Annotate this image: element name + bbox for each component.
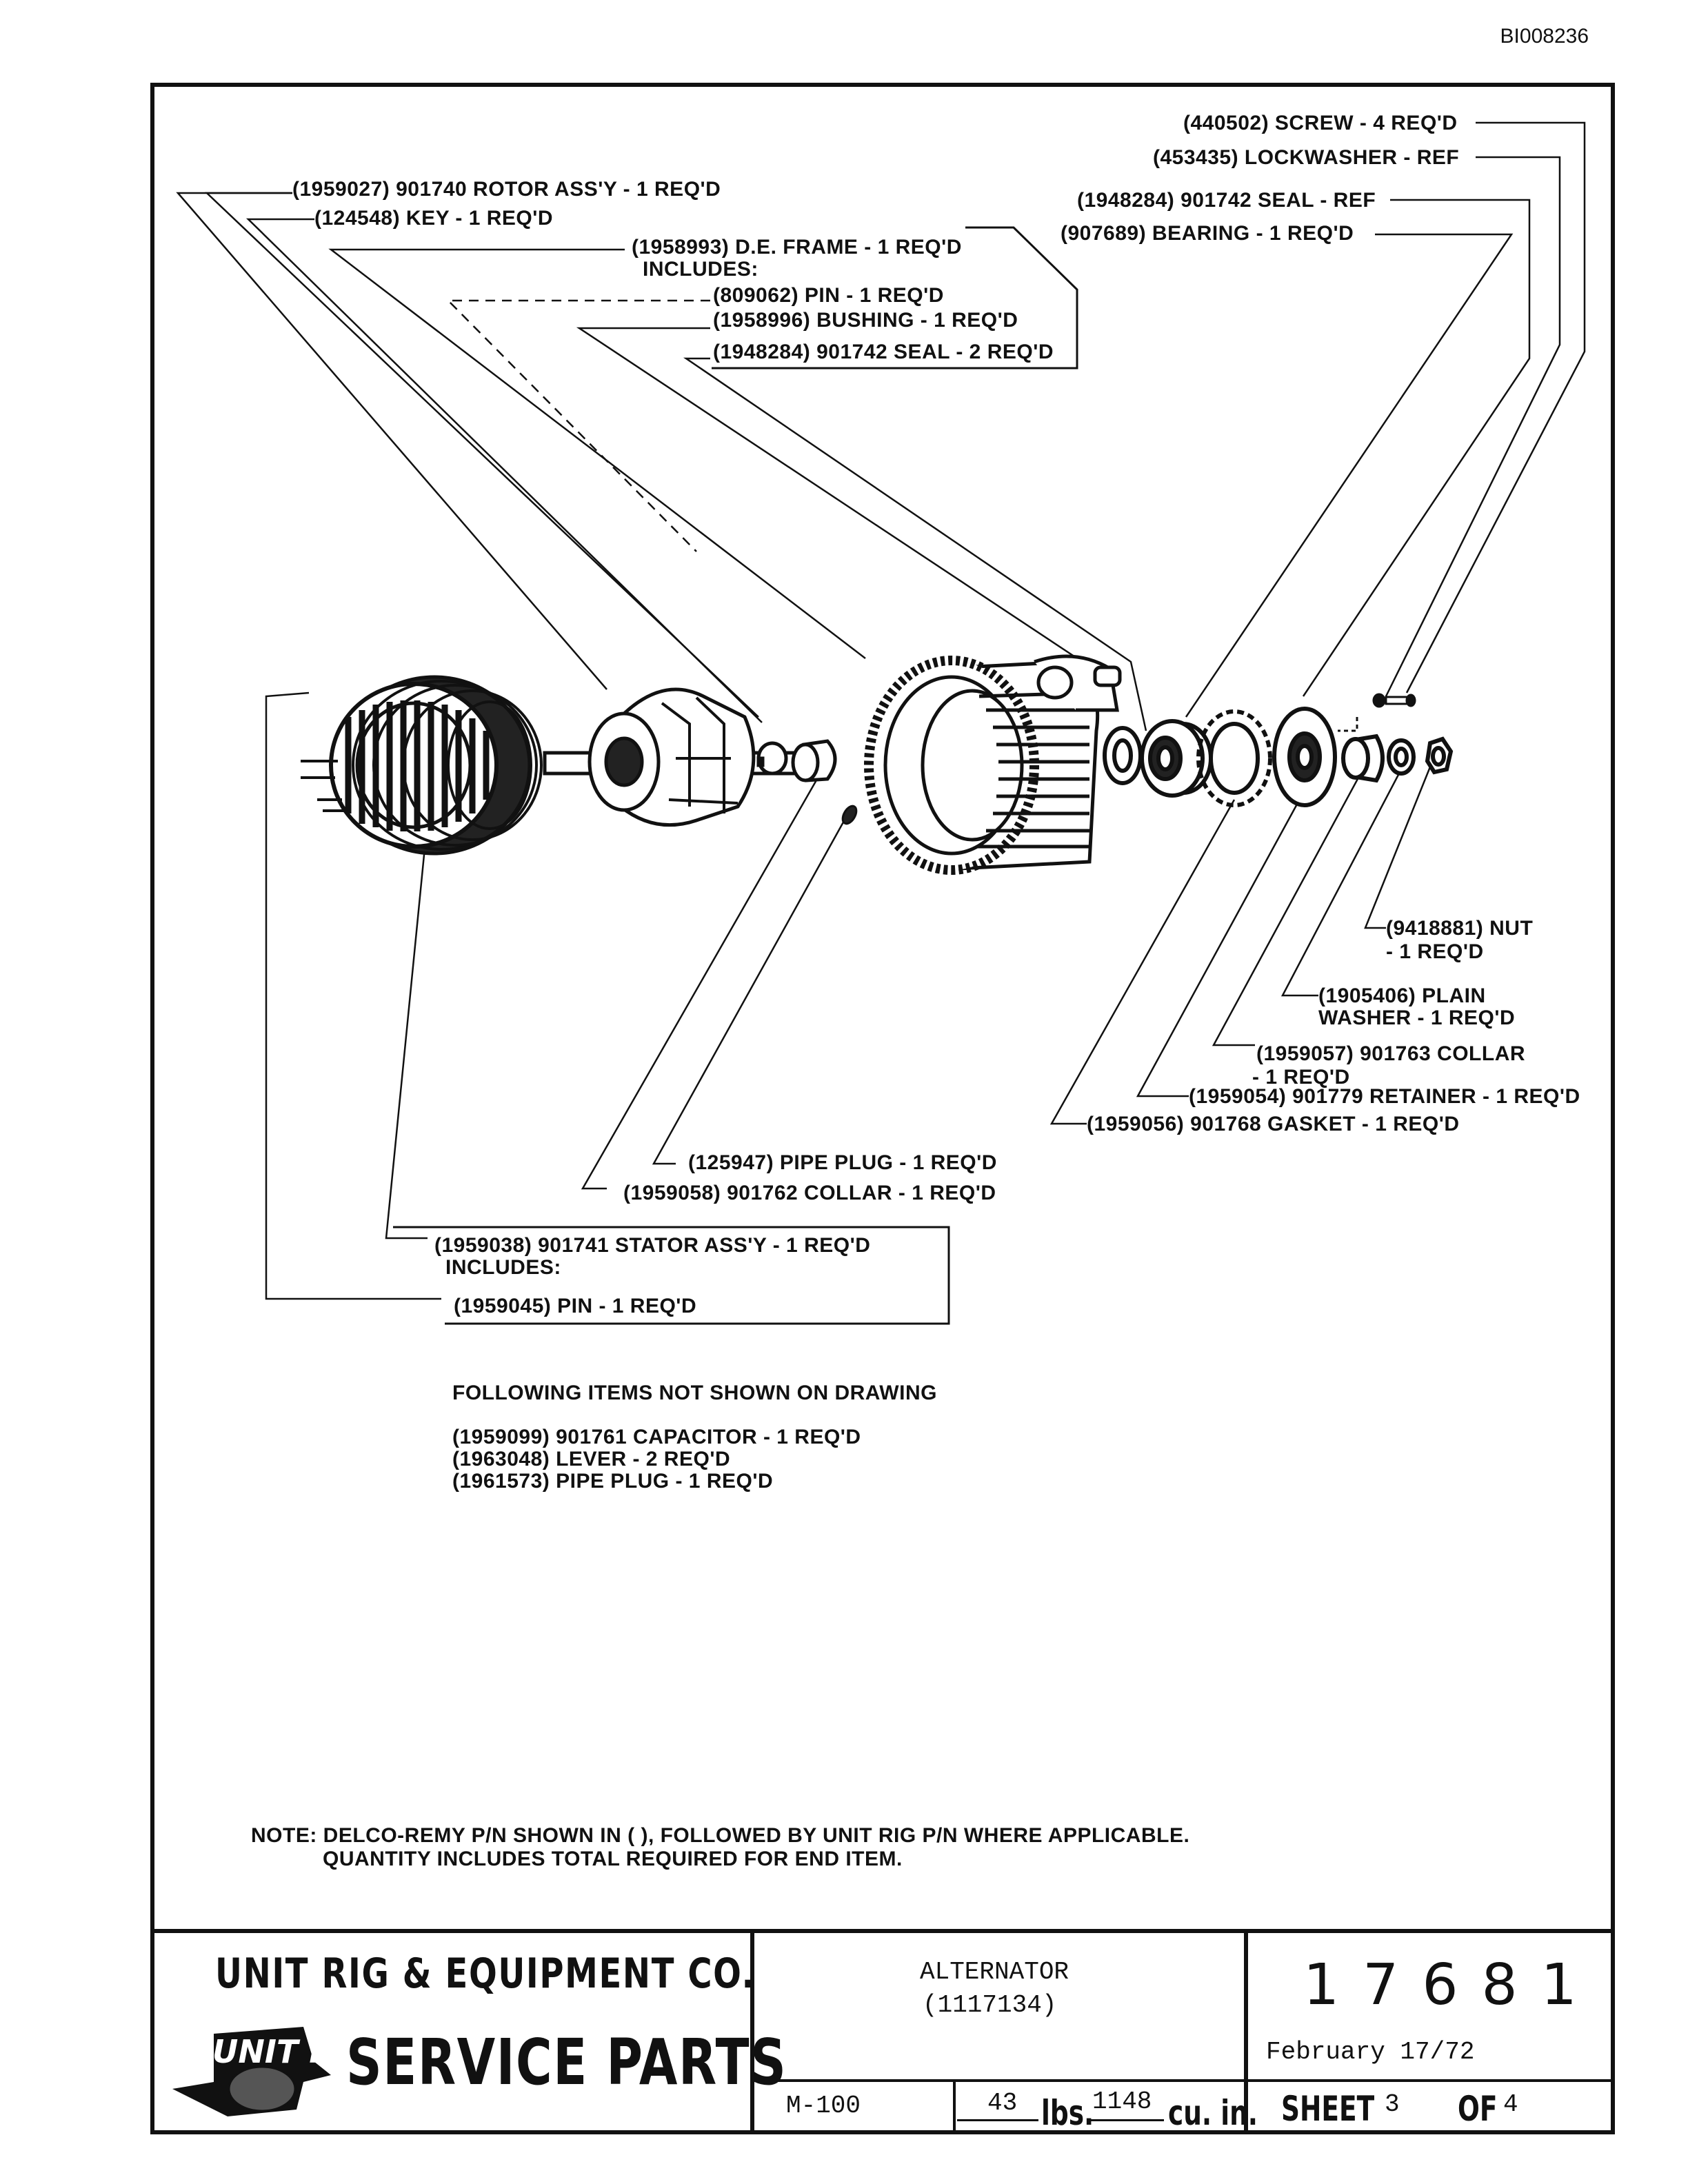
leader-seal-2 <box>683 357 1147 731</box>
leader-lockwasher <box>1385 156 1561 697</box>
stator-assembly <box>301 675 543 856</box>
rotor-assembly <box>543 687 830 827</box>
not-shown-item-pipe-plug: (1961573) PIPE PLUG - 1 REQ'D <box>452 1470 774 1493</box>
drawing-date: February 17/72 <box>1266 2038 1475 2066</box>
model-number: M-100 <box>786 2092 861 2120</box>
callout-pipe-plug: (125947) PIPE PLUG - 1 REQ'D <box>688 1151 997 1174</box>
title-block-divider-2 <box>1244 1929 1248 2134</box>
callout-stator: (1959038) 901741 STATOR ASS'Y - 1 REQ'D <box>434 1234 871 1257</box>
title-block <box>150 1929 1615 2134</box>
seal-part <box>1103 726 1143 785</box>
callout-nut-qty: - 1 REQ'D <box>1386 940 1484 963</box>
callout-retainer: (1959054) 901779 RETAINER - 1 REQ'D <box>1189 1085 1580 1108</box>
weight-underline <box>957 2119 1038 2121</box>
company-name: UNIT RIG & EQUIPMENT CO. <box>215 1950 756 1998</box>
callout-collar-901762: (1959058) 901762 COLLAR - 1 REQ'D <box>623 1182 996 1204</box>
collar-901763 <box>1341 734 1385 783</box>
leader-nut <box>1364 765 1432 929</box>
de-frame-bracket <box>712 226 1078 370</box>
leader-gasket <box>1049 799 1236 1125</box>
leader-collar-901763 <box>1212 777 1360 1046</box>
callout-plain-washer: (1905406) PLAIN <box>1318 984 1486 1007</box>
not-shown-item-lever: (1963048) LEVER - 2 REQ'D <box>452 1448 731 1470</box>
callout-seal-2: (1948284) 901742 SEAL - 2 REQ'D <box>713 341 1054 363</box>
leader-collar-901762 <box>581 778 818 1190</box>
callout-seal-ref: (1948284) 901742 SEAL - REF <box>1077 189 1376 212</box>
leader-stator <box>385 847 428 1240</box>
weight-unit: lbs. <box>1041 2093 1094 2133</box>
leader-bushing <box>576 327 1104 677</box>
document-id: BI008236 <box>1500 25 1589 48</box>
collar-901762 <box>791 739 837 782</box>
callout-rotor: (1959027) 901740 ROTOR ASS'Y - 1 REQ'D <box>292 178 721 201</box>
drawing-title: ALTERNATOR <box>920 1958 1069 1986</box>
nut-part <box>1425 736 1454 775</box>
sheet-number: 3 <box>1385 2090 1400 2119</box>
unit-rig-logo: UNIT RIG <box>172 2027 345 2116</box>
callout-pin-809062: (809062) PIN - 1 REQ'D <box>713 284 944 307</box>
screw-part <box>1372 693 1416 708</box>
leader-key <box>245 218 763 723</box>
sheet-total: 4 <box>1503 2090 1518 2119</box>
leader-screw <box>1405 121 1586 694</box>
callout-stator-pin: (1959045) PIN - 1 REQ'D <box>454 1295 697 1317</box>
callout-nut: (9418881) NUT <box>1386 917 1534 940</box>
callout-screw: (440502) SCREW - 4 REQ'D <box>1183 112 1458 134</box>
callout-bushing: (1958996) BUSHING - 1 REQ'D <box>713 309 1018 332</box>
drawing-number: 17681 <box>1303 1952 1600 2018</box>
service-parts-label: SERVICE PARTS <box>346 2025 787 2099</box>
pipe-plug <box>841 805 858 825</box>
note-line-1: NOTE: DELCO-REMY P/N SHOWN IN ( ), FOLLO… <box>251 1824 1190 1847</box>
sheet-label: SHEET <box>1281 2089 1375 2129</box>
volume-underline <box>1088 2119 1164 2121</box>
callout-de-frame: (1958993) D.E. FRAME - 1 REQ'D <box>632 236 962 259</box>
drawing-subtitle: (1117134) <box>923 1991 1057 2019</box>
leader-rotor-2 <box>204 192 759 718</box>
bearing-part <box>1140 719 1213 798</box>
leader-seal-ref <box>1302 199 1531 697</box>
volume-unit: cu. in. <box>1168 2093 1258 2133</box>
callout-collar-901763-qty: - 1 REQ'D <box>1252 1066 1350 1089</box>
gasket-part <box>1196 709 1272 807</box>
callout-plain-washer-qty: WASHER - 1 REQ'D <box>1318 1007 1516 1029</box>
not-shown-item-capacitor: (1959099) 901761 CAPACITOR - 1 REQ'D <box>452 1426 861 1448</box>
of-label: OF <box>1458 2089 1498 2129</box>
leader-bearing <box>1185 233 1514 718</box>
title-block-row-divider <box>750 2079 1615 2082</box>
leader-rotor <box>176 192 607 690</box>
leader-plain-washer <box>1280 771 1401 997</box>
title-block-cell-divider <box>953 2079 956 2134</box>
leader-pin <box>446 299 710 552</box>
drawing-frame <box>150 83 1615 2134</box>
callout-gasket: (1959056) 901768 GASKET - 1 REQ'D <box>1087 1113 1460 1135</box>
not-shown-heading: FOLLOWING ITEMS NOT SHOWN ON DRAWING <box>452 1382 937 1404</box>
callout-stator-includes: INCLUDES: <box>445 1256 561 1279</box>
title-block-divider-1 <box>750 1929 754 2134</box>
callout-de-frame-includes: INCLUDES: <box>643 258 758 281</box>
plain-washer <box>1387 738 1416 776</box>
stator-bracket <box>393 1226 950 1325</box>
weight-value: 43 <box>987 2089 1018 2117</box>
de-frame <box>864 654 1122 875</box>
leader-de-frame <box>328 248 866 659</box>
leader-stator-pin <box>265 691 441 1300</box>
callout-collar-901763: (1959057) 901763 COLLAR <box>1256 1042 1526 1065</box>
leader-retainer <box>1136 792 1305 1098</box>
note-line-2: QUANTITY INCLUDES TOTAL REQUIRED FOR END… <box>323 1848 903 1870</box>
retainer-part <box>1272 707 1337 807</box>
callout-key: (124548) KEY - 1 REQ'D <box>314 207 554 230</box>
callout-bearing: (907689) BEARING - 1 REQ'D <box>1061 222 1354 245</box>
callout-lockwasher: (453435) LOCKWASHER - REF <box>1153 146 1460 169</box>
volume-value: 1148 <box>1092 2087 1152 2116</box>
logo-text: UNIT RIG <box>212 2033 345 2070</box>
leader-pipe-plug <box>652 813 850 1165</box>
